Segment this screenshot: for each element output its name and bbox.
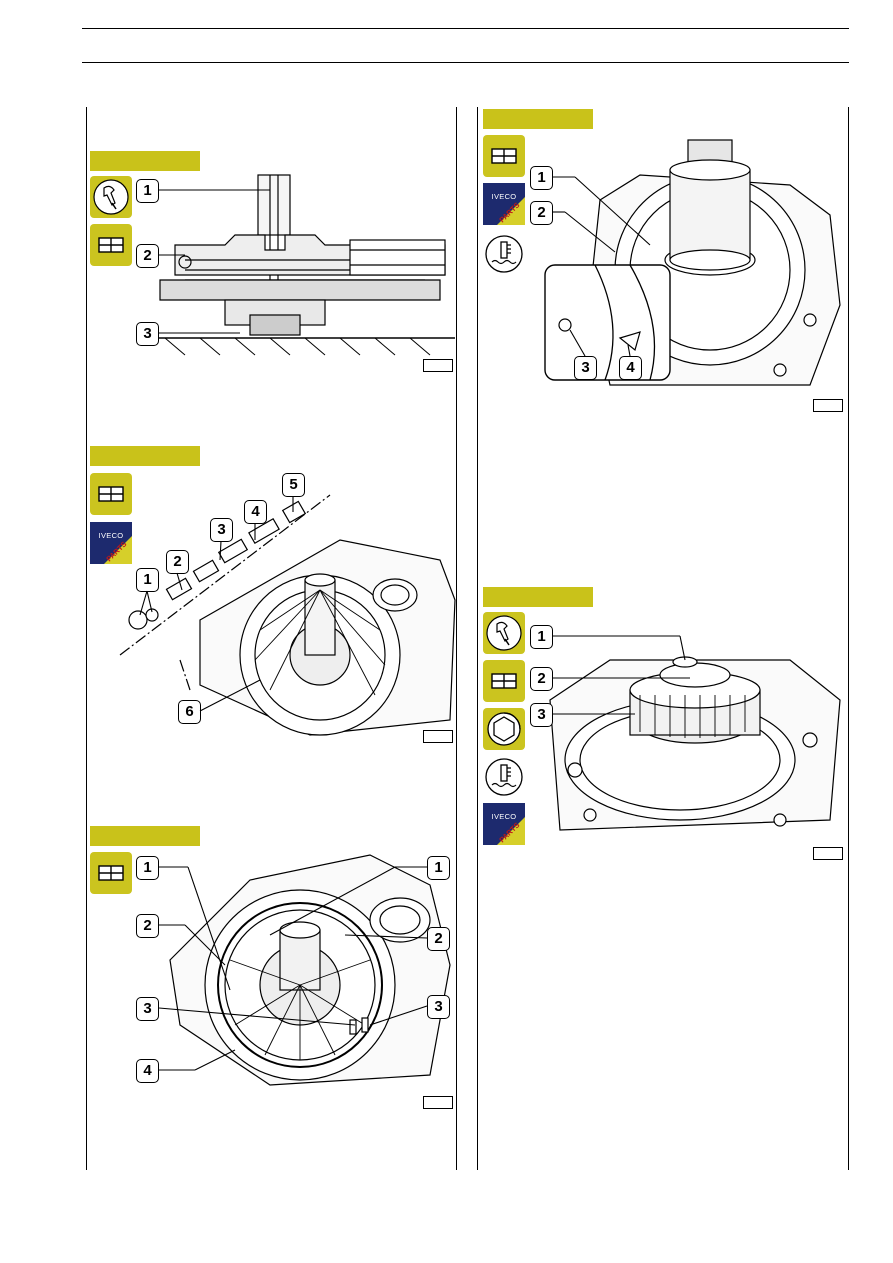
column-divider-right: [848, 107, 849, 1170]
snap-ring-drawing: [169, 854, 451, 1086]
header-rule-top: [82, 28, 849, 29]
disassembly-grid-icon: [483, 660, 525, 702]
pins-exploded-drawing: [119, 494, 456, 736]
iveco-brand-text: IVECO: [491, 812, 517, 821]
figure-number-tag-2: [423, 730, 453, 743]
callout-s5-2: 2: [530, 667, 553, 691]
callout-s3-3-left: 3: [136, 997, 159, 1021]
callout-s5-1: 1: [530, 625, 553, 649]
callout-s3-4: 4: [136, 1059, 159, 1083]
column-divider-middle-a: [456, 107, 457, 1170]
gear-install-drawing: [549, 656, 841, 831]
lubricant-level-icon: [485, 235, 523, 273]
iveco-parts-logo: IVECO PARTS: [483, 183, 525, 225]
disassembly-grid-icon: [483, 135, 525, 177]
figure-tab-2: [90, 446, 200, 466]
figure-number-tag-1: [423, 359, 453, 372]
callout-s4-1: 1: [530, 166, 553, 190]
iveco-parts-logo: IVECO PARTS: [483, 803, 525, 845]
torque-nut-icon: [483, 708, 525, 750]
disassembly-grid-icon: [90, 224, 132, 266]
figure-tab-5: [483, 587, 593, 607]
callout-s5-3: 3: [530, 703, 553, 727]
shaft-press-drawing: [155, 174, 455, 356]
iveco-brand-text: IVECO: [98, 531, 124, 540]
callout-s1-1: 1: [136, 179, 159, 203]
figure-tab-4: [483, 109, 593, 129]
callout-s4-3: 3: [574, 356, 597, 380]
callout-s4-4: 4: [619, 356, 642, 380]
disassembly-grid-icon: [90, 852, 132, 894]
tool-wrench-icon: [90, 176, 132, 218]
figure-number-tag-3: [423, 1096, 453, 1109]
callout-s3-1-right: 1: [427, 856, 450, 880]
figure-tab-1: [90, 151, 200, 171]
figure-number-tag-5: [813, 847, 843, 860]
callout-s3-2-left: 2: [136, 914, 159, 938]
bearing-install-drawing: [544, 139, 841, 386]
column-divider-left: [86, 107, 87, 1170]
callout-s1-2: 2: [136, 244, 159, 268]
lubricant-level-icon: [485, 758, 523, 796]
callout-s2-6: 6: [178, 700, 201, 724]
figure-tab-3: [90, 826, 200, 846]
disassembly-grid-icon: [90, 473, 132, 515]
callout-s1-3: 3: [136, 322, 159, 346]
callout-s3-3-right: 3: [427, 995, 450, 1019]
iveco-parts-logo: IVECO PARTS: [90, 522, 132, 564]
header-rule-bottom: [82, 62, 849, 63]
iveco-brand-text: IVECO: [491, 192, 517, 201]
column-divider-middle-b: [477, 107, 478, 1170]
tool-wrench-icon: [483, 612, 525, 654]
callout-s4-2: 2: [530, 201, 553, 225]
figure-number-tag-4: [813, 399, 843, 412]
callout-s3-2-right: 2: [427, 927, 450, 951]
callout-s3-1-left: 1: [136, 856, 159, 880]
callout-s2-1: 1: [136, 568, 159, 592]
